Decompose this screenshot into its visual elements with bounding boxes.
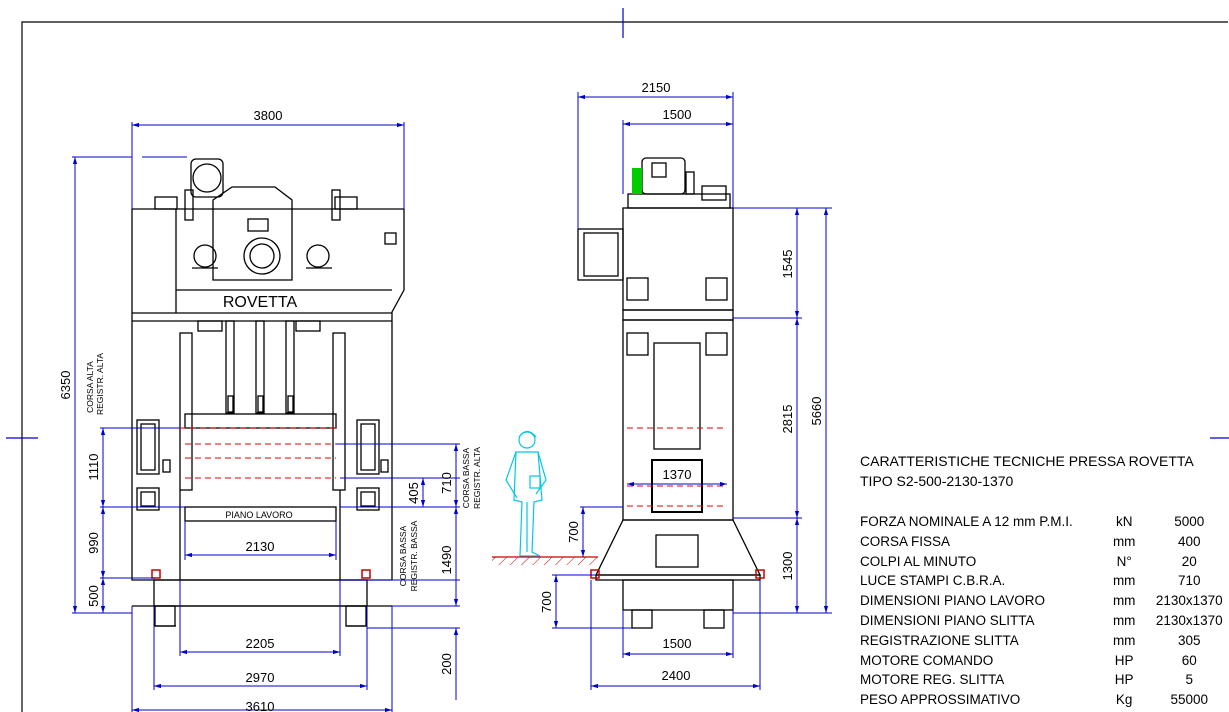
dim-6350: 6350	[58, 371, 73, 400]
front-dimension-lines	[72, 122, 460, 712]
ground-line	[492, 556, 598, 565]
spec-unit: mm	[1112, 573, 1136, 589]
spec-value: 5	[1185, 672, 1194, 688]
dim-2400: 2400	[662, 668, 691, 683]
spec-row: MOTORE REG. SLITTA HP 5	[860, 670, 1229, 690]
spec-unit: HP	[1114, 652, 1134, 668]
spec-value: 2130x1370	[1155, 593, 1223, 609]
front-view: ROVETTA PIANO LAVORO	[58, 108, 482, 712]
label-corsa-bassa-low: CORSA BASSA	[398, 525, 408, 586]
side-dimension-lines	[552, 92, 832, 690]
spec-name: LUCE STAMPI C.B.R.A.	[860, 573, 1006, 589]
dim-990: 990	[86, 532, 101, 554]
spec-row: REGISTRAZIONE SLITTA mm 305	[860, 631, 1229, 651]
dim-1110: 1110	[86, 454, 101, 481]
dim-700-down: 700	[539, 591, 554, 613]
dim-1500-bottom: 1500	[663, 636, 692, 651]
brand-label: ROVETTA	[223, 294, 298, 311]
spec-row: FORZA NOMINALE A 12 mm P.M.I. kN 5000	[860, 512, 1229, 532]
spec-name: MOTORE COMANDO	[860, 652, 994, 668]
spec-unit: Kg	[1115, 692, 1133, 708]
dim-1545: 1545	[780, 250, 795, 279]
spec-row: COLPI AL MINUTO N° 20	[860, 552, 1229, 572]
dim-500: 500	[86, 585, 101, 607]
dim-700-up: 700	[566, 521, 581, 543]
side-foot-marker-right	[755, 569, 765, 579]
spec-unit: mm	[1112, 612, 1136, 628]
spec-value: 55000	[1170, 692, 1209, 708]
side-view: 2150 1500 1545 2815 5660 1300 1370 700 7…	[539, 80, 832, 690]
side-press-body	[577, 157, 762, 629]
label-registr-alta-right: REGISTR. ALTA	[472, 447, 482, 509]
dim-2205: 2205	[246, 636, 275, 651]
spec-name: PESO APPROSSIMATIVO	[860, 692, 1021, 708]
operator-figure	[505, 430, 547, 557]
spec-value: 400	[1178, 533, 1201, 549]
dim-405: 405	[406, 482, 421, 504]
dim-2815: 2815	[780, 405, 795, 434]
dim-1300: 1300	[780, 552, 795, 581]
spec-value: 20	[1181, 553, 1197, 569]
dim-2150: 2150	[642, 80, 671, 95]
spec-row: MOTORE COMANDO HP 60	[860, 651, 1229, 671]
front-hidden-lines	[180, 427, 340, 479]
sheet-frame	[6, 8, 1229, 712]
dim-3800: 3800	[254, 108, 283, 123]
spec-row: DIMENSIONI PIANO SLITTA mm 2130x1370	[860, 611, 1229, 631]
piano-lavoro-label: PIANO LAVORO	[225, 510, 292, 520]
spec-name: DIMENSIONI PIANO SLITTA	[860, 612, 1035, 628]
dim-1370: 1370	[663, 467, 692, 482]
front-press-body	[131, 158, 405, 627]
spec-value: 305	[1178, 632, 1201, 648]
spec-unit: HP	[1114, 672, 1134, 688]
side-foot-marker-left	[590, 569, 600, 579]
spec-name: COLPI AL MINUTO	[860, 553, 977, 569]
dim-5660: 5660	[809, 397, 824, 426]
spec-unit: mm	[1112, 593, 1136, 609]
spec-name: CORSA FISSA	[860, 533, 951, 549]
dim-1490: 1490	[439, 546, 454, 575]
dim-3610: 3610	[246, 699, 275, 712]
specs-title-line2: TIPO S2-500-2130-1370	[860, 473, 1014, 489]
dim-2970: 2970	[246, 670, 275, 685]
spec-value: 2130x1370	[1155, 612, 1223, 628]
spec-row: LUCE STAMPI C.B.R.A. mm 710	[860, 571, 1229, 591]
spec-name: MOTORE REG. SLITTA	[860, 672, 1005, 688]
front-foot-marker-right	[361, 569, 371, 579]
spec-value: 5000	[1174, 514, 1205, 529]
front-foot-marker-left	[151, 569, 161, 579]
spec-name: DIMENSIONI PIANO LAVORO	[860, 593, 1046, 609]
spec-name: FORZA NOMINALE A 12 mm P.M.I.	[860, 514, 1073, 529]
specs-title: CARATTERISTICHE TECNICHE PRESSA ROVETTA …	[860, 451, 1194, 491]
dim-710: 710	[439, 472, 454, 494]
spec-row: CORSA FISSA mm 400	[860, 532, 1229, 552]
label-corsa-alta: CORSA ALTA	[85, 361, 95, 413]
label-registr-alta-left: REGISTR. ALTA	[95, 353, 105, 415]
specs-title-line1: CARATTERISTICHE TECNICHE PRESSA ROVETTA	[860, 453, 1194, 469]
spec-value: 710	[1178, 573, 1201, 589]
spec-value: 60	[1181, 652, 1197, 668]
spec-unit: kN	[1115, 514, 1133, 529]
spec-unit: N°	[1116, 553, 1132, 569]
dim-1500-top: 1500	[663, 107, 692, 122]
label-corsa-bassa-top: CORSA BASSA	[461, 447, 471, 508]
motor-accent	[632, 168, 642, 194]
spec-row: PESO APPROSSIMATIVO Kg 55000	[860, 690, 1229, 710]
spec-unit: mm	[1112, 533, 1136, 549]
dim-2130: 2130	[246, 539, 275, 554]
spec-row: DIMENSIONI PIANO LAVORO mm 2130x1370	[860, 591, 1229, 611]
dim-200: 200	[439, 653, 454, 675]
spec-name: REGISTRAZIONE SLITTA	[860, 632, 1019, 648]
spec-unit: mm	[1112, 632, 1136, 648]
label-registr-bassa: REGISTR. BASSA	[409, 520, 419, 591]
